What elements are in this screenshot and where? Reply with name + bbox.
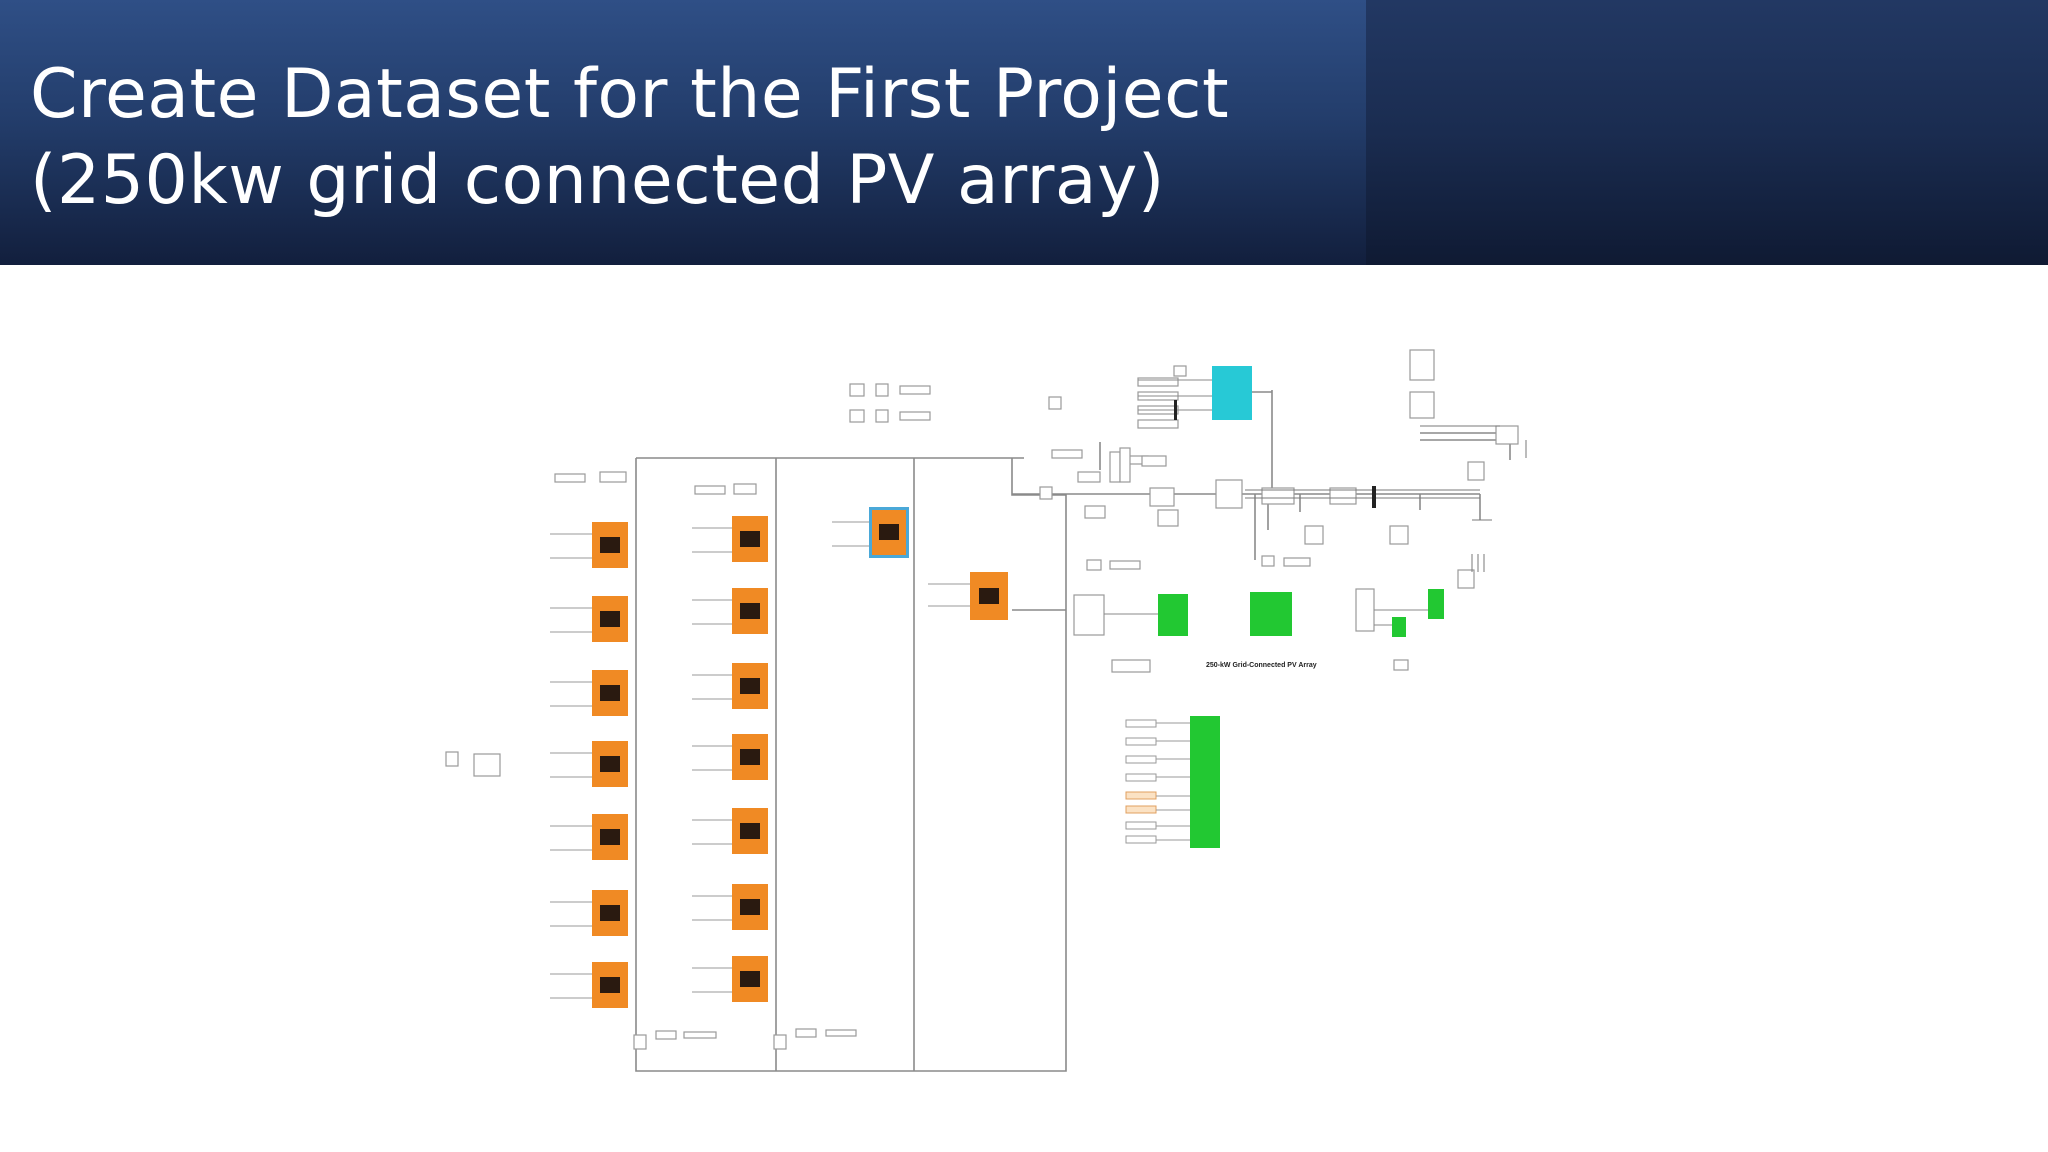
pv-array-icon[interactable] (550, 741, 628, 787)
scope-input-ports (1125, 719, 1190, 844)
scope-icon[interactable] (1158, 594, 1188, 636)
scope-icon[interactable] (1428, 589, 1444, 619)
grid-connection-lines (1245, 425, 1527, 572)
pv-array-icon[interactable] (692, 588, 768, 634)
breaker-icon (1174, 400, 1177, 420)
slide-header-dark-panel (1366, 0, 2048, 265)
pv-array-icon[interactable] (692, 808, 768, 854)
pv-array-icon[interactable] (832, 507, 909, 558)
pv-array-icon[interactable] (550, 890, 628, 936)
slide-title-line-2: (250kw grid connected PV array) (30, 141, 1165, 220)
diagram-caption: 250-kW Grid-Connected PV Array (1206, 662, 1317, 669)
pv-array-icon[interactable] (692, 884, 768, 930)
pv-array-icon[interactable] (692, 734, 768, 780)
pv-array-icon[interactable] (550, 814, 628, 860)
pv-array-icon[interactable] (550, 962, 628, 1008)
scope-blocks (1104, 589, 1444, 848)
pv-array-icon[interactable] (550, 596, 628, 642)
pv-array-icon[interactable] (692, 516, 768, 562)
pv-array-icon[interactable] (550, 522, 628, 568)
simulink-model-diagram: 250-kW Grid-Connected PV Array (0, 265, 2048, 1152)
scope-icon[interactable] (1190, 716, 1220, 848)
pv-array-icon[interactable] (692, 956, 768, 1002)
slide-title: Create Dataset for the First Project (25… (30, 52, 1229, 224)
pv-array-column-1 (550, 522, 628, 1008)
bus-wires (635, 390, 1511, 1072)
pv-array-icon[interactable] (692, 663, 768, 709)
pv-array-icon[interactable] (550, 670, 628, 716)
scope-icon[interactable] (1392, 617, 1406, 637)
scope-icon[interactable] (1250, 592, 1292, 636)
constant-blocks (445, 349, 1519, 1050)
pv-array-column-2 (692, 516, 768, 1002)
breaker-icon (1372, 486, 1376, 508)
pv-array-icon[interactable] (928, 572, 1008, 620)
slide-title-line-1: Create Dataset for the First Project (30, 55, 1230, 134)
